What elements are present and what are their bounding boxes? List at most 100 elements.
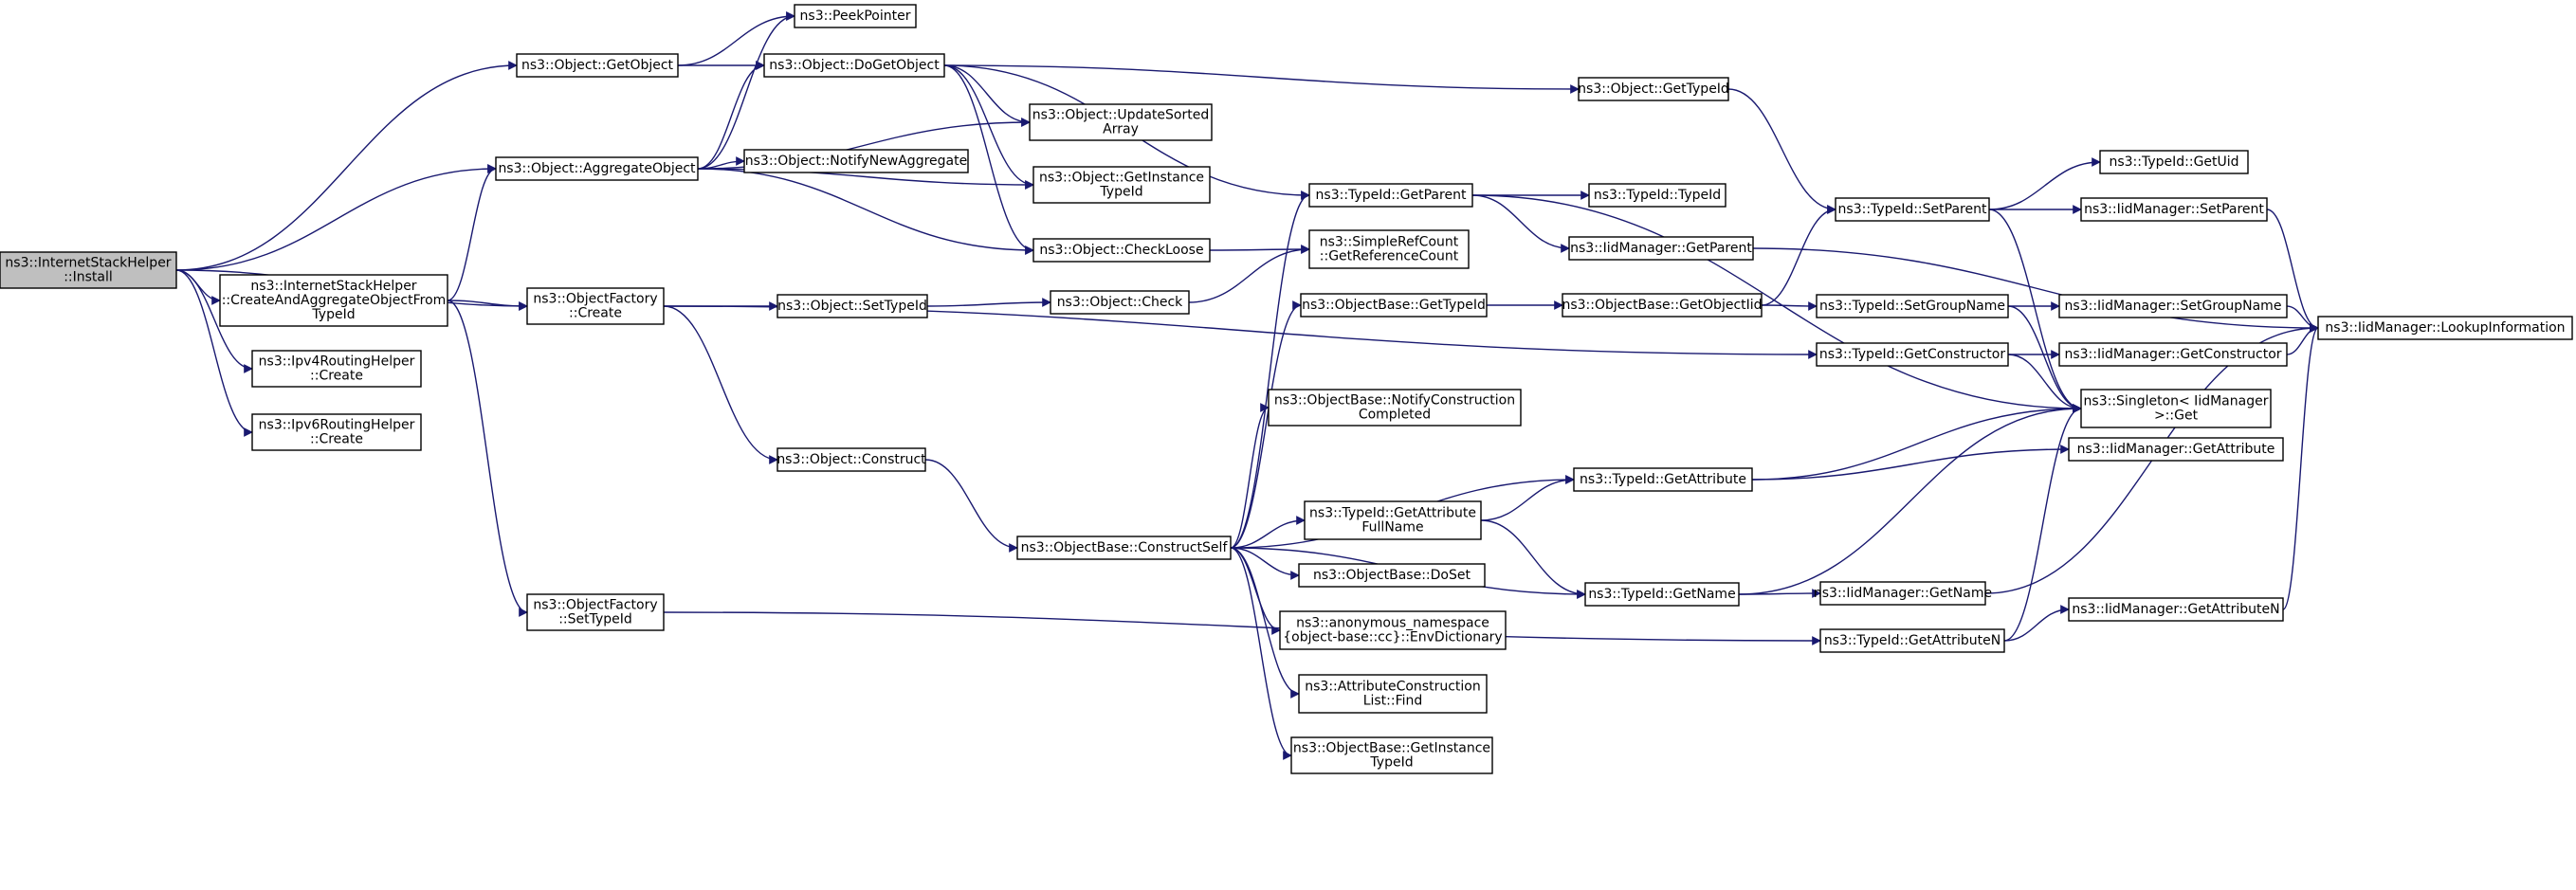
node-getobject[interactable]: ns3::Object::GetObject xyxy=(516,53,679,78)
node-iidgetparent-box xyxy=(1568,236,1754,261)
node-ofcreate[interactable]: ns3::ObjectFactory::Create xyxy=(526,287,665,325)
node-check-label-0: ns3::Object::Check xyxy=(1057,295,1183,310)
node-getconstructor[interactable]: ns3::TypeId::GetConstructor xyxy=(1816,342,2009,367)
node-ipv4-box xyxy=(251,350,422,388)
edge-getattribute-to-singleton xyxy=(1751,404,2082,481)
node-iidgetconstructor-label-0: ns3::IidManager::GetConstructor xyxy=(2064,347,2281,362)
node-getattribute[interactable]: ns3::TypeId::GetAttribute xyxy=(1573,467,1753,492)
node-singleton[interactable]: ns3::Singleton< IidManager >::Get xyxy=(2080,389,2272,428)
node-getname[interactable]: ns3::TypeId::GetName xyxy=(1584,582,1740,607)
node-ofsettypeid[interactable]: ns3::ObjectFactory::SetTypeId xyxy=(526,593,665,631)
node-ipv6-label-0: ns3::Ipv6RoutingHelper xyxy=(259,418,415,433)
node-iidsetgroupname[interactable]: ns3::IidManager::SetGroupName xyxy=(2058,294,2288,318)
edge-getobjectiid-to-setgroupname xyxy=(1761,301,1818,311)
node-install-label-1: ::Install xyxy=(64,270,113,285)
edge-setparent-to-singleton xyxy=(1988,209,2082,413)
node-notifynew[interactable]: ns3::Object::NotifyNewAggregate xyxy=(743,149,969,173)
edge-getname-to-singleton xyxy=(1738,404,2082,595)
node-iidgetconstructor[interactable]: ns3::IidManager::GetConstructor xyxy=(2058,342,2288,367)
node-iidgetattributen[interactable]: ns3::IidManager::GetAttributeN xyxy=(2068,597,2284,622)
node-setparent[interactable]: ns3::TypeId::SetParent xyxy=(1835,197,1990,222)
node-envdict[interactable]: ns3::anonymous_namespace{object-base::cc… xyxy=(1279,610,1507,650)
node-ipv6[interactable]: ns3::Ipv6RoutingHelper::Create xyxy=(251,413,422,451)
node-iidgetattribute[interactable]: ns3::IidManager::GetAttribute xyxy=(2068,437,2284,462)
node-construct[interactable]: ns3::Object::Construct xyxy=(776,447,926,472)
node-iidgetattributen-box xyxy=(2068,597,2284,622)
node-iidsetparent[interactable]: ns3::IidManager::SetParent xyxy=(2080,197,2268,222)
node-getobjectiid[interactable]: ns3::ObjectBase::GetObjectIid xyxy=(1562,293,1763,318)
node-createagg-label-0: ns3::InternetStackHelper xyxy=(250,279,416,294)
node-getattributen[interactable]: ns3::TypeId::GetAttributeN xyxy=(1819,628,2005,653)
node-setparent-box xyxy=(1835,197,1990,222)
node-iidgetattributen-label-0: ns3::IidManager::GetAttributeN xyxy=(2072,602,2279,617)
edge-createagg-to-ofcreate xyxy=(447,300,528,311)
edge-install-to-getobject xyxy=(175,61,518,271)
node-ipv6-label-1: ::Create xyxy=(310,432,363,447)
node-getparent[interactable]: ns3::TypeId::GetParent xyxy=(1308,183,1473,208)
node-peekpointer[interactable]: ns3::PeekPointer xyxy=(794,4,917,28)
edge-setgroupname-to-singleton xyxy=(2007,305,2082,413)
edge-constructself-to-getattrfullname xyxy=(1230,516,1306,549)
node-constructself[interactable]: ns3::ObjectBase::ConstructSelf xyxy=(1016,536,1232,560)
node-getobjectiid-box xyxy=(1562,293,1763,318)
node-iidgetparent[interactable]: ns3::IidManager::GetParent xyxy=(1568,236,1754,261)
edge-createagg-to-ofsettypeid xyxy=(447,300,528,617)
node-typeidtypeid[interactable]: ns3::TypeId::TypeId xyxy=(1588,183,1726,208)
node-settypeid-label-0: ns3::Object::SetTypeId xyxy=(777,299,927,314)
node-obgettypeid-box xyxy=(1300,293,1488,318)
node-peekpointer-box xyxy=(794,4,917,28)
node-simplerefcount[interactable]: ns3::SimpleRefCount::GetReferenceCount xyxy=(1308,229,1470,269)
node-getattrfullname-box xyxy=(1304,500,1482,540)
node-checkloose[interactable]: ns3::Object::CheckLoose xyxy=(1032,238,1211,263)
node-check[interactable]: ns3::Object::Check xyxy=(1050,290,1190,315)
node-notifyconstruction[interactable]: ns3::ObjectBase::NotifyConstructionCompl… xyxy=(1268,389,1522,427)
node-doset[interactable]: ns3::ObjectBase::DoSet xyxy=(1298,563,1486,588)
node-constructself-label-0: ns3::ObjectBase::ConstructSelf xyxy=(1021,540,1229,555)
node-obgettypeid[interactable]: ns3::ObjectBase::GetTypeId xyxy=(1300,293,1488,318)
edge-dogetobject-to-checkloose xyxy=(943,64,1034,255)
node-objgettypeid-label-0: ns3::Object::GetTypeId xyxy=(1578,82,1729,97)
edge-iidsetparent-to-lookup xyxy=(2266,209,2319,333)
edge-construct-to-constructself xyxy=(924,459,1018,553)
node-getinstance-label-0: ns3::Object::GetInstance xyxy=(1039,171,1204,186)
edge-settypeid-to-check xyxy=(926,298,1051,307)
edge-dogetobject-to-objgettypeid xyxy=(943,64,1580,94)
node-iidgetconstructor-box xyxy=(2058,342,2288,367)
node-getuid[interactable]: ns3::TypeId::GetUid xyxy=(2099,150,2249,174)
node-setgroupname-label-0: ns3::TypeId::SetGroupName xyxy=(1819,299,2005,314)
edge-getparent-to-iidgetparent xyxy=(1471,194,1570,253)
edge-constructself-to-getparent xyxy=(1230,191,1310,549)
node-getattrfullname-label-1: FullName xyxy=(1361,520,1423,536)
node-setgroupname-box xyxy=(1816,294,2009,318)
edge-getattributen-to-iidgetattributen xyxy=(2003,605,2070,642)
node-singleton-label-0: ns3::Singleton< IidManager xyxy=(2084,394,2269,409)
node-iidsetparent-box xyxy=(2080,197,2268,222)
node-iidsetgroupname-label-0: ns3::IidManager::SetGroupName xyxy=(2065,299,2282,314)
node-getattribute-label-0: ns3::TypeId::GetAttribute xyxy=(1580,472,1746,487)
node-dogetobject[interactable]: ns3::Object::DoGetObject xyxy=(763,53,945,78)
node-dogetobject-box xyxy=(763,53,945,78)
node-install[interactable]: ns3::InternetStackHelper::Install xyxy=(0,251,177,289)
node-aggregate[interactable]: ns3::Object::AggregateObject xyxy=(495,156,699,181)
node-install-box xyxy=(0,251,177,289)
node-settypeid[interactable]: ns3::Object::SetTypeId xyxy=(776,294,928,318)
node-getattrfullname-label-0: ns3::TypeId::GetAttribute xyxy=(1309,506,1476,521)
node-objgettypeid[interactable]: ns3::Object::GetTypeId xyxy=(1578,77,1729,101)
node-createagg-box xyxy=(219,274,448,327)
node-setgroupname[interactable]: ns3::TypeId::SetGroupName xyxy=(1816,294,2009,318)
node-iidgetparent-label-0: ns3::IidManager::GetParent xyxy=(1570,241,1752,256)
node-setparent-label-0: ns3::TypeId::SetParent xyxy=(1838,202,1987,217)
node-createagg[interactable]: ns3::InternetStackHelper::CreateAndAggre… xyxy=(219,274,448,327)
node-notifyconstruction-label-0: ns3::ObjectBase::NotifyConstruction xyxy=(1274,393,1515,409)
node-iidgetname[interactable]: ns3::IidManager::GetName xyxy=(1814,581,1992,606)
node-lookup[interactable]: ns3::IidManager::LookupInformation xyxy=(2317,316,2573,340)
edge-install-to-ipv6 xyxy=(175,269,253,437)
node-aggregate-label-0: ns3::Object::AggregateObject xyxy=(498,161,696,176)
node-ipv4[interactable]: ns3::Ipv4RoutingHelper::Create xyxy=(251,350,422,388)
node-ipv4-label-1: ::Create xyxy=(310,369,363,384)
